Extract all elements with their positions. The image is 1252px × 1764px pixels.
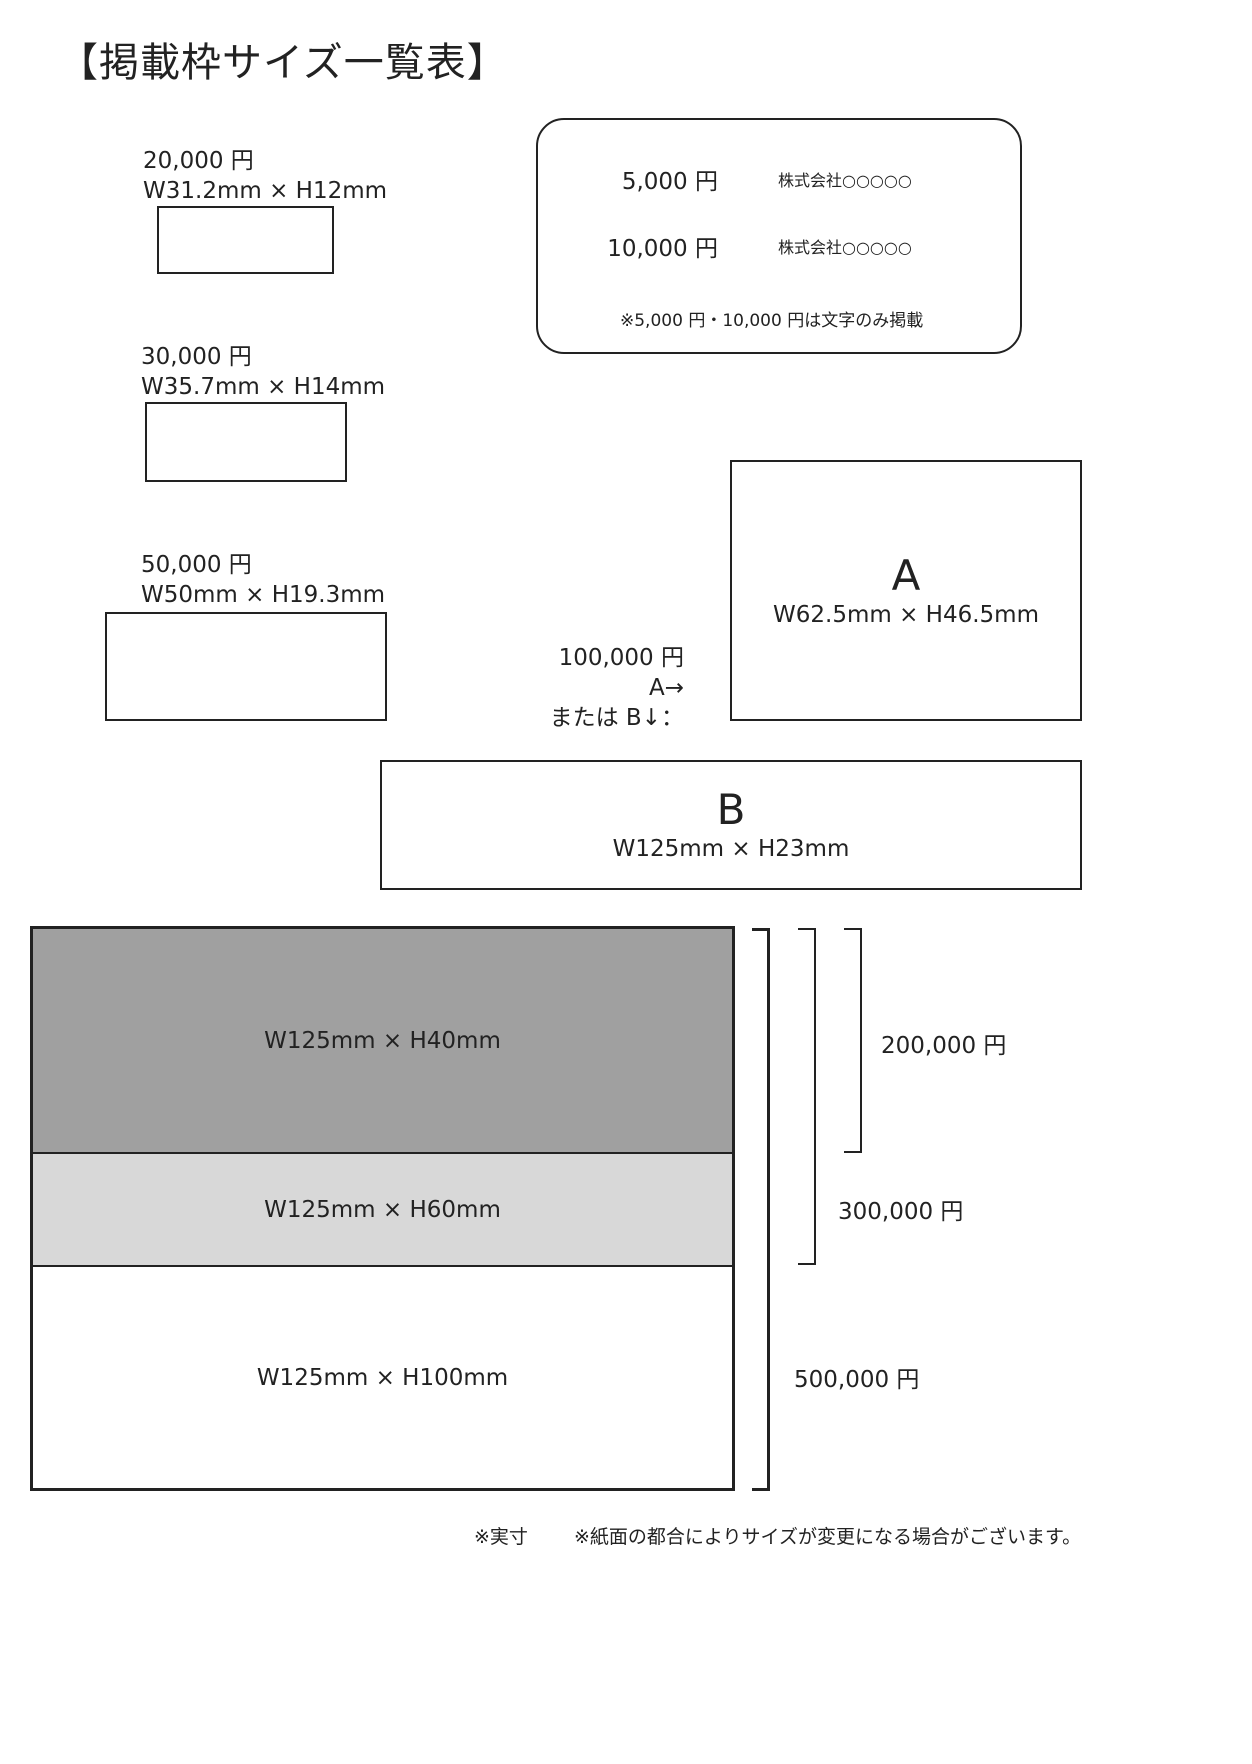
option-b-size: W125mm × H23mm	[612, 836, 850, 862]
ad-30000-label: 30,000 円 W35.7mm × H14mm	[141, 342, 385, 402]
price-500k: 500,000 円	[794, 1367, 920, 1393]
ad-20000-label: 20,000 円 W31.2mm × H12mm	[143, 146, 387, 206]
ad-50000-price: 50,000 円	[141, 552, 252, 578]
text-row-price: 5,000 円	[621, 169, 718, 195]
text-row-company: 株式会社○○○○○	[778, 171, 912, 190]
ad-30000-price: 30,000 円	[141, 344, 252, 370]
price-300k: 300,000 円	[838, 1199, 964, 1225]
footer-actual-size: ※実寸	[474, 1526, 528, 1548]
ad-50000-frame	[105, 612, 387, 721]
footer-notice: ※紙面の都合によりサイズが変更になる場合がございます。	[574, 1526, 1082, 1548]
ad-20000-size: W31.2mm × H12mm	[143, 178, 388, 204]
price-200k: 200,000 円	[881, 1033, 1007, 1059]
option-a-frame: A W62.5mm × H46.5mm	[730, 460, 1082, 721]
page-title: 【掲載枠サイズ一覧表】	[58, 40, 508, 86]
option-a-size: W62.5mm × H46.5mm	[773, 601, 1039, 628]
bracket-500k	[752, 928, 770, 1491]
option-b-letter: B	[716, 785, 746, 834]
text-row-company: 株式会社○○○○○	[778, 238, 912, 257]
block-100mm: W125mm × H100mm	[33, 1267, 732, 1488]
option-100k-label: 100,000 円 A→ または B↓：	[550, 643, 684, 733]
ad-20000-price: 20,000 円	[143, 148, 254, 174]
option-b-pointer: または B↓：	[549, 705, 684, 731]
option-b-frame: B W125mm × H23mm	[380, 760, 1082, 890]
block-40mm: W125mm × H40mm	[33, 929, 732, 1154]
ad-30000-frame	[145, 402, 347, 482]
text-row-price: 10,000 円	[607, 236, 718, 262]
option-a-pointer: A→	[648, 675, 684, 701]
block-60mm-size: W125mm × H60mm	[264, 1196, 501, 1223]
bracket-300k	[798, 928, 816, 1265]
ad-30000-size: W35.7mm × H14mm	[141, 374, 386, 400]
block-40mm-size: W125mm × H40mm	[264, 1027, 501, 1054]
ad-50000-size: W50mm × H19.3mm	[141, 582, 386, 608]
block-60mm: W125mm × H60mm	[33, 1154, 732, 1267]
text-only-note: ※5,000 円・10,000 円は文字のみ掲載	[620, 311, 924, 331]
ad-50000-label: 50,000 円 W50mm × H19.3mm	[141, 550, 385, 610]
option-100k-price: 100,000 円	[558, 645, 684, 671]
stacked-frame: W125mm × H40mm W125mm × H60mm W125mm × H…	[30, 926, 735, 1491]
bracket-200k	[844, 928, 862, 1153]
option-a-letter: A	[891, 550, 921, 600]
text-only-box: 5,000 円 株式会社○○○○○ 10,000 円 株式会社○○○○○ ※5,…	[536, 118, 1022, 354]
ad-20000-frame	[157, 206, 334, 274]
block-100mm-size: W125mm × H100mm	[256, 1364, 509, 1391]
